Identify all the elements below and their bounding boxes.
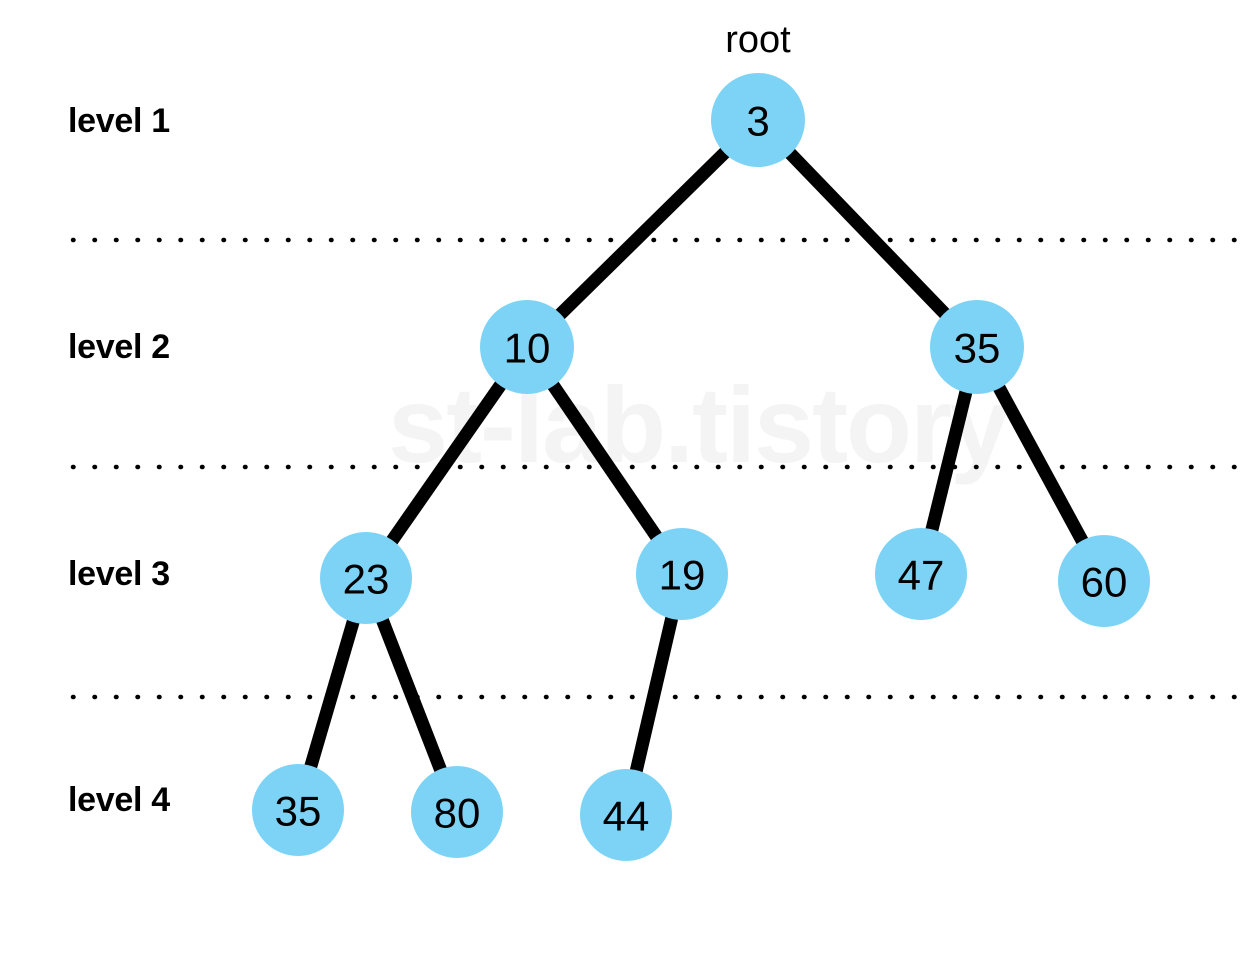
node-circle-n0[interactable] bbox=[711, 73, 805, 167]
tree-edge-3-to-10 bbox=[551, 144, 734, 323]
tree-edge-10-to-19 bbox=[544, 377, 665, 545]
root-annotation-label: root bbox=[725, 19, 791, 61]
tree-nodes: 3 10 35 23 19 47 60 35 80 44 bbox=[252, 73, 1150, 861]
node-circle-n1[interactable] bbox=[480, 300, 574, 394]
node-value-n6: 60 bbox=[1081, 559, 1128, 606]
node-value-n9: 44 bbox=[603, 793, 650, 840]
node-circle-n4[interactable] bbox=[636, 528, 728, 620]
tree-node-n9[interactable]: 44 bbox=[580, 769, 672, 861]
tree-node-n2[interactable]: 35 bbox=[930, 300, 1024, 394]
tree-node-n7[interactable]: 35 bbox=[252, 764, 344, 856]
node-circle-n7[interactable] bbox=[252, 764, 344, 856]
tree-node-n8[interactable]: 80 bbox=[411, 766, 503, 858]
tree-edges bbox=[303, 144, 1091, 778]
node-circle-n2[interactable] bbox=[930, 300, 1024, 394]
tree-edge-35-to-60 bbox=[990, 379, 1091, 549]
level-label-1: level 1 bbox=[68, 102, 170, 140]
tree-edge-19-to-44 bbox=[628, 611, 680, 778]
node-value-n8: 80 bbox=[434, 790, 481, 837]
node-circle-n8[interactable] bbox=[411, 766, 503, 858]
node-value-n1: 10 bbox=[504, 325, 551, 372]
watermark-text: st-lab.tistory bbox=[388, 364, 1010, 485]
node-value-n0: 3 bbox=[746, 98, 769, 145]
tree-edge-10-to-23 bbox=[383, 376, 509, 549]
tree-edge-3-to-35 bbox=[781, 144, 954, 323]
tree-node-n5[interactable]: 47 bbox=[875, 528, 967, 620]
node-value-n7: 35 bbox=[275, 788, 322, 835]
tree-node-n6[interactable]: 60 bbox=[1058, 535, 1150, 627]
tree-node-n4[interactable]: 19 bbox=[636, 528, 728, 620]
tree-node-n3[interactable]: 23 bbox=[320, 532, 412, 624]
node-circle-n5[interactable] bbox=[875, 528, 967, 620]
tree-node-n1[interactable]: 10 bbox=[480, 300, 574, 394]
node-value-n2: 35 bbox=[954, 325, 1001, 372]
node-circle-n6[interactable] bbox=[1058, 535, 1150, 627]
tree-edge-23-to-35 bbox=[303, 614, 361, 774]
tree-node-n0[interactable]: 3 bbox=[711, 73, 805, 167]
level-label-2: level 2 bbox=[68, 328, 170, 366]
tree-edge-23-to-80 bbox=[374, 612, 449, 778]
node-value-n5: 47 bbox=[898, 552, 945, 599]
level-label-4: level 4 bbox=[68, 781, 170, 819]
node-value-n3: 23 bbox=[343, 556, 390, 603]
node-circle-n3[interactable] bbox=[320, 532, 412, 624]
node-circle-n9[interactable] bbox=[580, 769, 672, 861]
node-value-n4: 19 bbox=[659, 552, 706, 599]
tree-edge-35-to-47 bbox=[924, 385, 974, 537]
level-label-3: level 3 bbox=[68, 555, 170, 593]
level-dividers bbox=[70, 237, 1247, 700]
